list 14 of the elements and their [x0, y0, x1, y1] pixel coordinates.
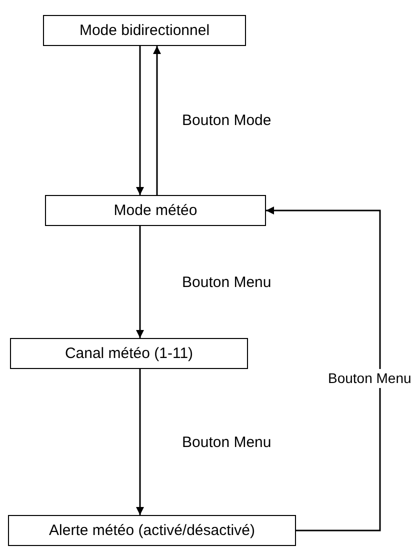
arrow: [136, 226, 144, 338]
arrow: [266, 206, 381, 532]
box-label: Mode météo: [114, 202, 198, 219]
box-label: Mode bidirectionnel: [79, 22, 210, 39]
arrow: [153, 46, 161, 195]
process-box: [10, 338, 248, 369]
arrow: [136, 369, 144, 515]
edge-label: Bouton Menu: [326, 369, 414, 388]
process-box: [8, 515, 296, 546]
process-box: [43, 15, 246, 46]
box-label: Alerte météo (activé/désactivé): [49, 522, 255, 539]
process-box: [45, 195, 266, 226]
box-label: Canal météo (1-11): [64, 345, 194, 362]
arrow: [136, 46, 144, 195]
